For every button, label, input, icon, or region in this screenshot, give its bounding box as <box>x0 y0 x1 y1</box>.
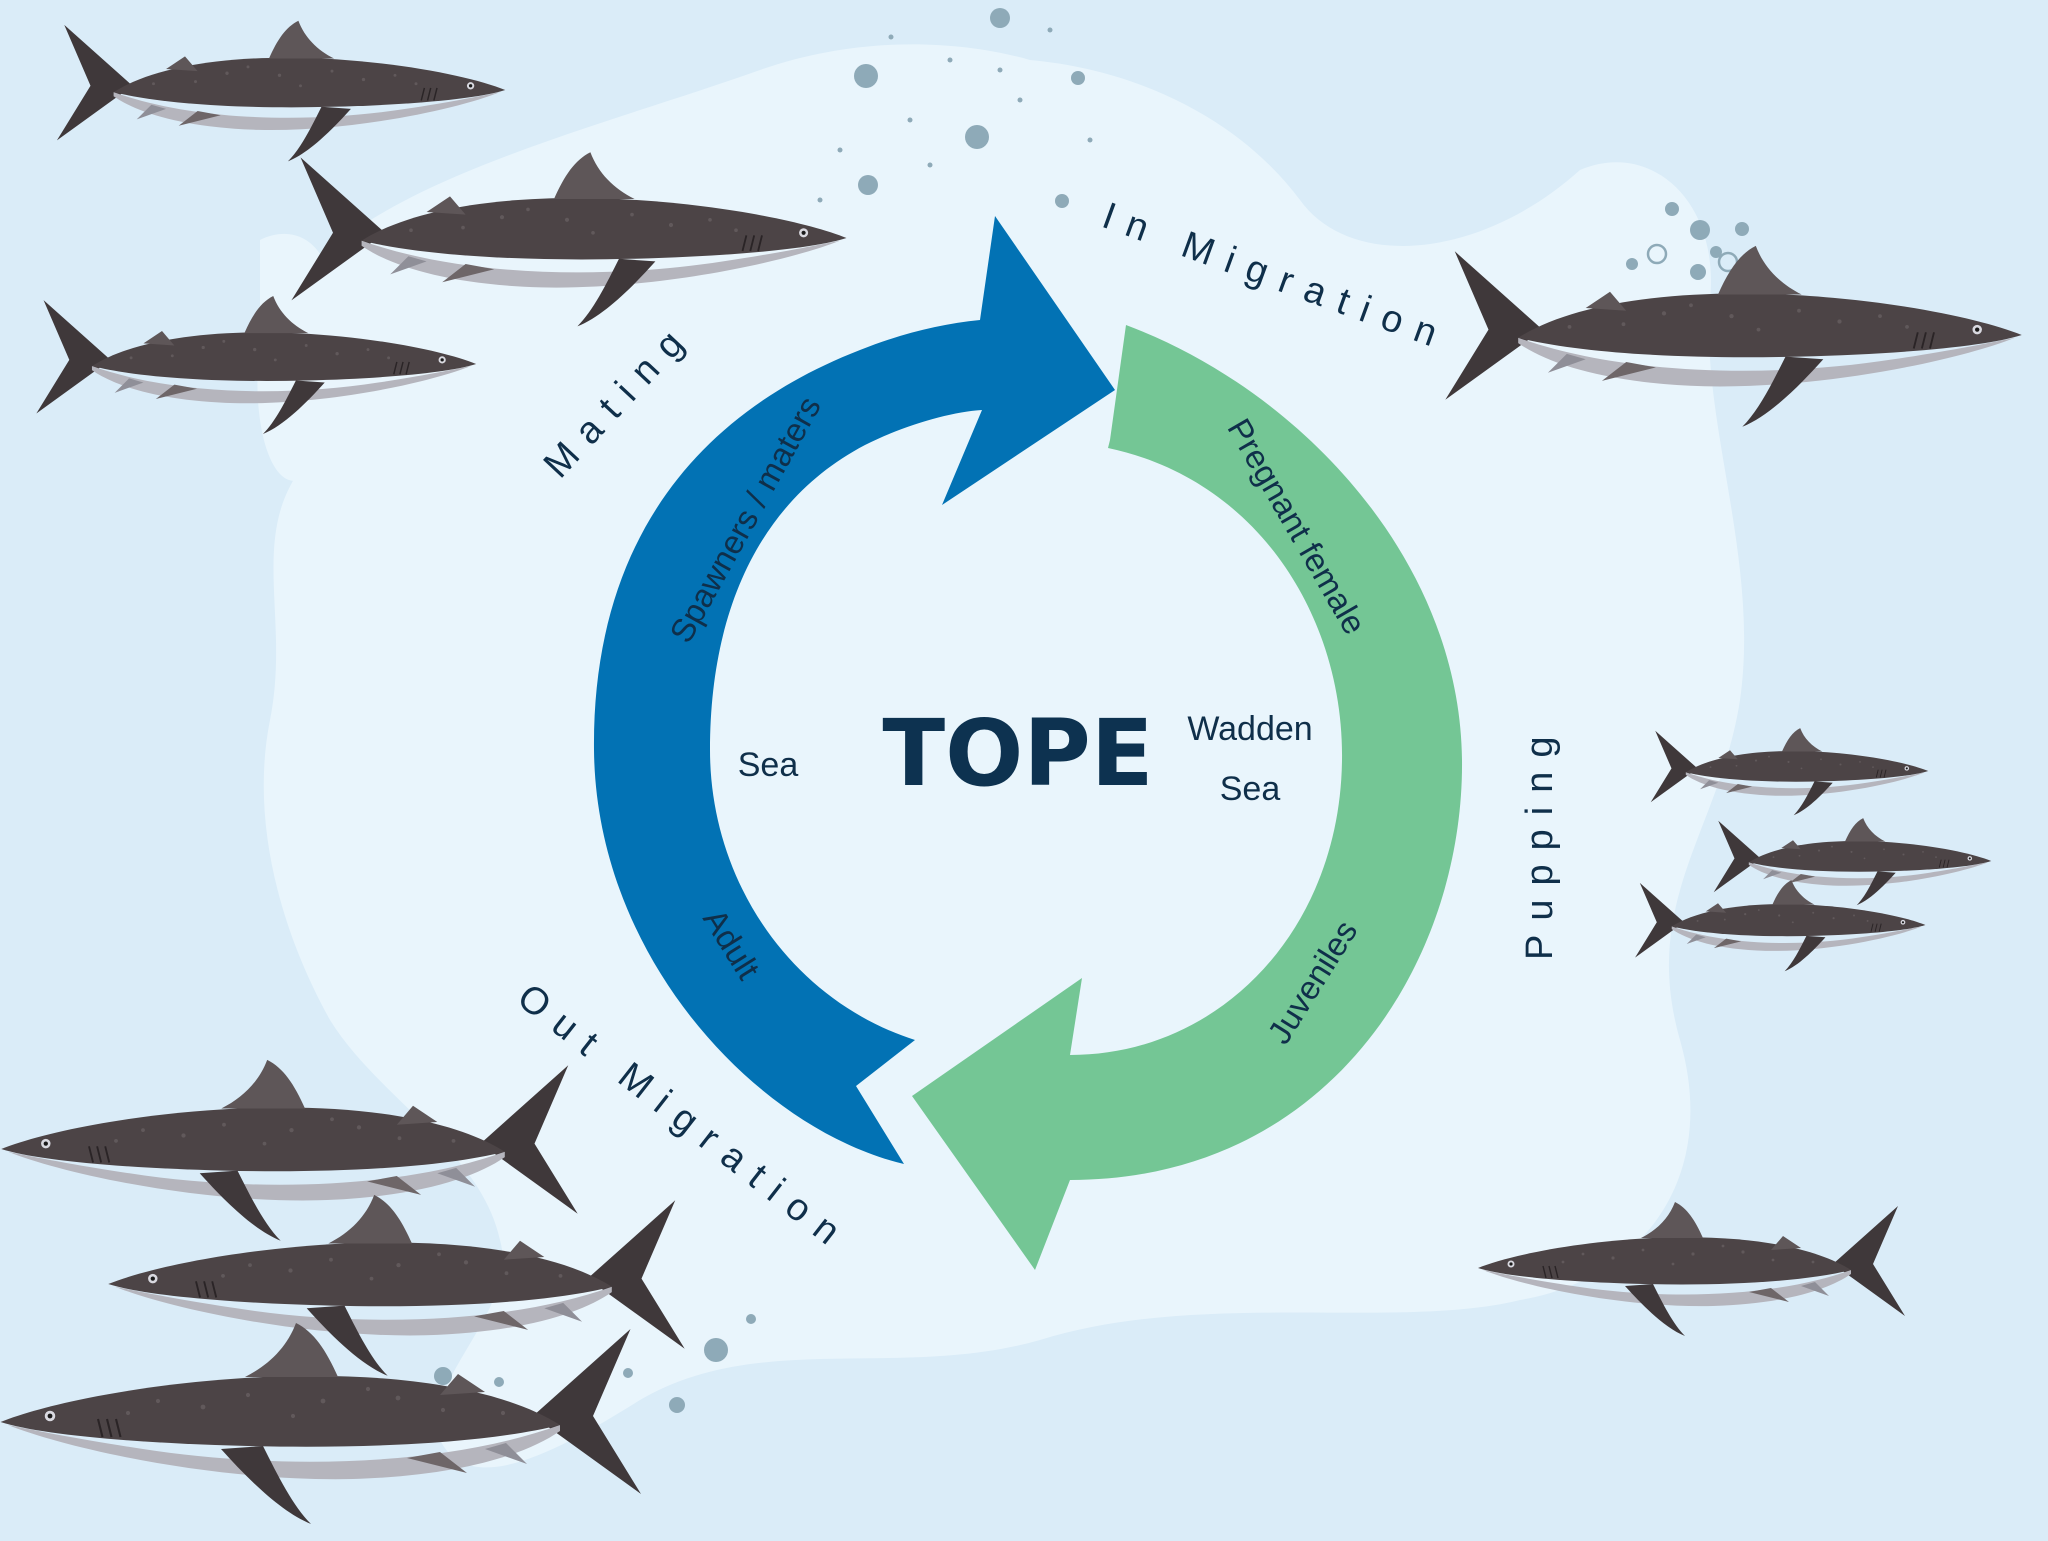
bubble-icon <box>419 8 1749 1413</box>
light-water-blob <box>263 44 1745 1468</box>
stage-pupping: Pupping <box>1519 723 1561 960</box>
blue-cycle-arrow <box>593 216 1115 1164</box>
zone-label-wadden-sea: Sea <box>1220 770 1281 808</box>
zone-label-wadden: Wadden <box>1187 710 1312 748</box>
green-cycle-arrow <box>912 325 1463 1270</box>
zone-label-sea: Sea <box>738 746 799 784</box>
center-title: TOPE <box>882 700 1153 807</box>
